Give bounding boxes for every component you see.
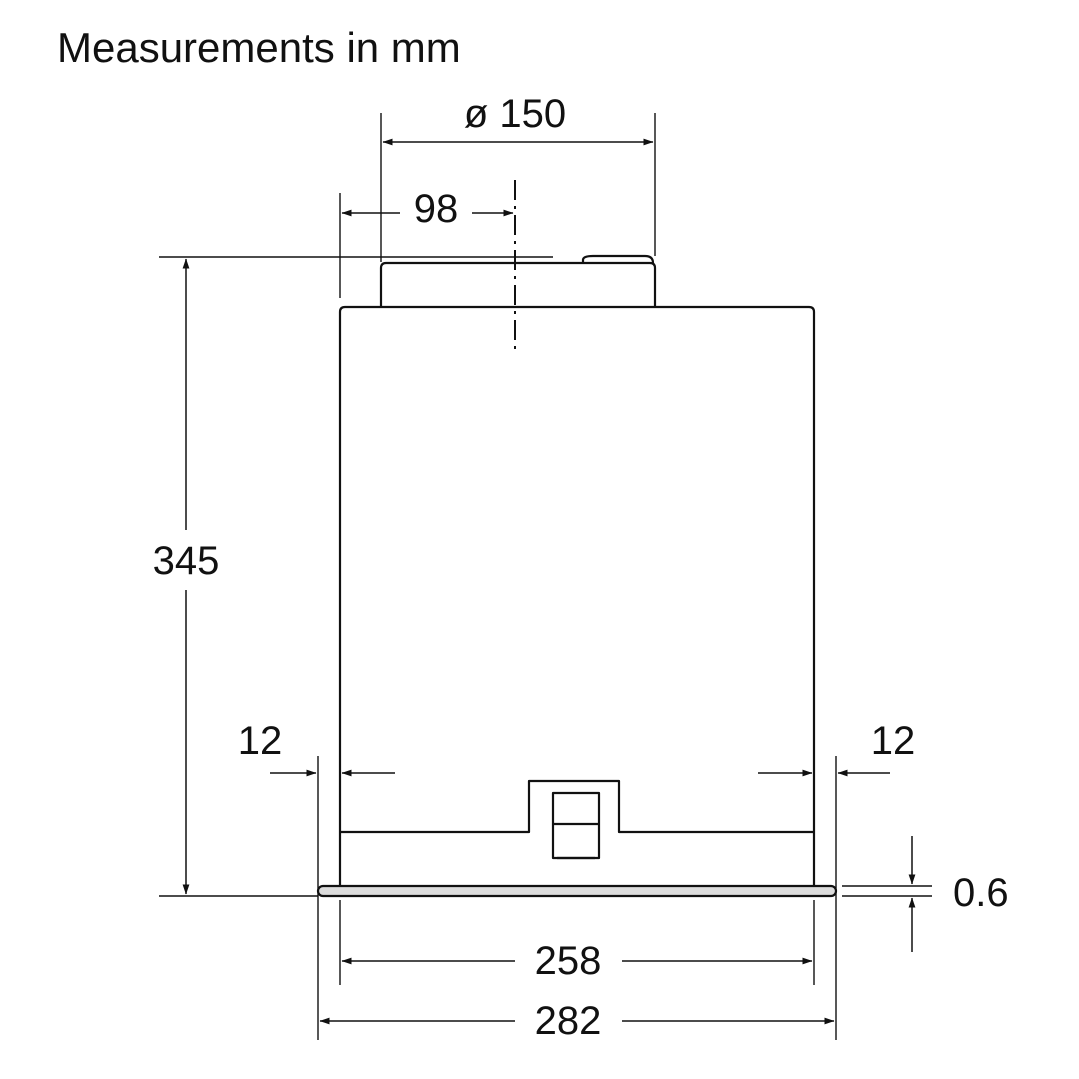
handle <box>551 791 601 860</box>
main-housing <box>338 305 816 886</box>
label-panel-thickness: 0.6 <box>953 871 1009 915</box>
hood-body <box>338 254 816 886</box>
connector-hump <box>581 254 655 264</box>
frame-notch <box>340 779 814 834</box>
extension-lines <box>159 113 932 1040</box>
label-duct-offset: 98 <box>414 187 459 231</box>
label-outer-width: 282 <box>535 999 602 1043</box>
label-duct-diameter: ø 150 <box>464 92 566 136</box>
label-height: 345 <box>153 539 220 583</box>
duct-connector <box>379 261 657 307</box>
label-right-margin: 12 <box>871 719 916 763</box>
bottom-panel <box>316 884 838 898</box>
label-inner-width: 258 <box>535 939 602 983</box>
dimension-lines <box>182 138 916 1025</box>
page-title: Measurements in mm <box>57 24 461 71</box>
label-left-margin: 12 <box>238 719 283 763</box>
